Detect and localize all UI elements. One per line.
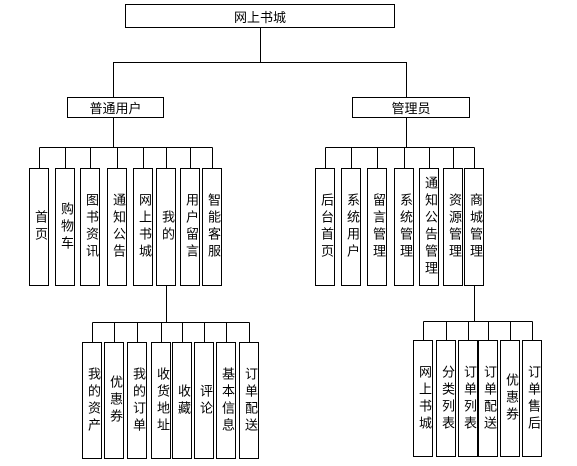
my-item-label: 基本信息 <box>219 366 234 435</box>
admin-module: 资源管理 <box>443 168 463 286</box>
admin-module-label: 系统管理 <box>397 193 412 261</box>
my-item: 收货地址 <box>151 342 171 459</box>
mall-item: 网上书城 <box>413 340 433 457</box>
admin-module-label: 系统用户 <box>344 193 359 261</box>
user-module-label: 通知公告 <box>110 193 125 261</box>
admin-module-label: 商城管理 <box>467 193 482 261</box>
admin-node: 管理员 <box>352 97 470 118</box>
mall-item: 订单配送 <box>478 340 498 457</box>
my-item-label: 订单配送 <box>242 366 257 435</box>
user-module: 购物车 <box>55 168 75 286</box>
user-module-label: 智能客服 <box>205 193 220 261</box>
mall-item-label: 分类列表 <box>439 364 454 433</box>
root-node: 网上书城 <box>125 4 395 28</box>
user-module: 用户留言 <box>180 168 200 286</box>
user-module: 图书资讯 <box>80 168 100 286</box>
mall-item-label: 订单配送 <box>481 364 496 433</box>
user-module: 通知公告 <box>107 168 127 286</box>
user-module-label: 购物车 <box>58 201 73 253</box>
admin-module: 系统用户 <box>341 168 361 286</box>
admin-module: 系统管理 <box>394 168 414 286</box>
mall-item-label: 订单列表 <box>461 364 476 433</box>
my-item-label: 评论 <box>197 383 212 418</box>
my-item-label: 优惠券 <box>107 375 122 426</box>
user-module: 智能客服 <box>202 168 222 286</box>
my-item: 收藏 <box>172 342 192 459</box>
my-item: 我的订单 <box>127 342 147 459</box>
user-module-label: 网上书城 <box>136 193 151 261</box>
admin-module: 通知公告管理 <box>419 168 439 286</box>
user-module: 网上书城 <box>133 168 153 286</box>
admin-module-label: 通知公告管理 <box>422 176 437 278</box>
mall-item: 订单售后 <box>522 340 542 457</box>
user-module-label: 用户留言 <box>183 193 198 261</box>
admin-module: 商城管理 <box>464 168 484 286</box>
mall-item: 订单列表 <box>458 340 478 457</box>
my-item-label: 收货地址 <box>154 366 169 435</box>
mall-item: 优惠券 <box>500 340 520 457</box>
mall-item-label: 订单售后 <box>525 364 540 433</box>
my-item-label: 收藏 <box>175 383 190 418</box>
user-module: 我的 <box>156 168 176 286</box>
admin-module-label: 资源管理 <box>446 193 461 261</box>
my-item: 评论 <box>194 342 214 459</box>
user-module-label: 图书资讯 <box>83 193 98 261</box>
my-item: 订单配送 <box>239 342 259 459</box>
admin-module-label: 后台首页 <box>318 193 333 261</box>
mall-item: 分类列表 <box>436 340 456 457</box>
my-item: 优惠券 <box>104 342 124 459</box>
my-item: 基本信息 <box>216 342 236 459</box>
my-item-label: 我的资产 <box>85 366 100 435</box>
admin-module-label: 留言管理 <box>370 193 385 261</box>
user-module: 首页 <box>29 168 49 286</box>
mall-item-label: 优惠券 <box>503 373 518 424</box>
my-item-label: 我的订单 <box>130 366 145 435</box>
admin-module: 后台首页 <box>315 168 335 286</box>
mall-item-label: 网上书城 <box>416 364 431 433</box>
user-node: 普通用户 <box>67 97 164 118</box>
user-module-label: 我的 <box>159 210 174 244</box>
my-item: 我的资产 <box>82 342 102 459</box>
user-module-label: 首页 <box>32 210 47 244</box>
admin-module: 留言管理 <box>367 168 387 286</box>
